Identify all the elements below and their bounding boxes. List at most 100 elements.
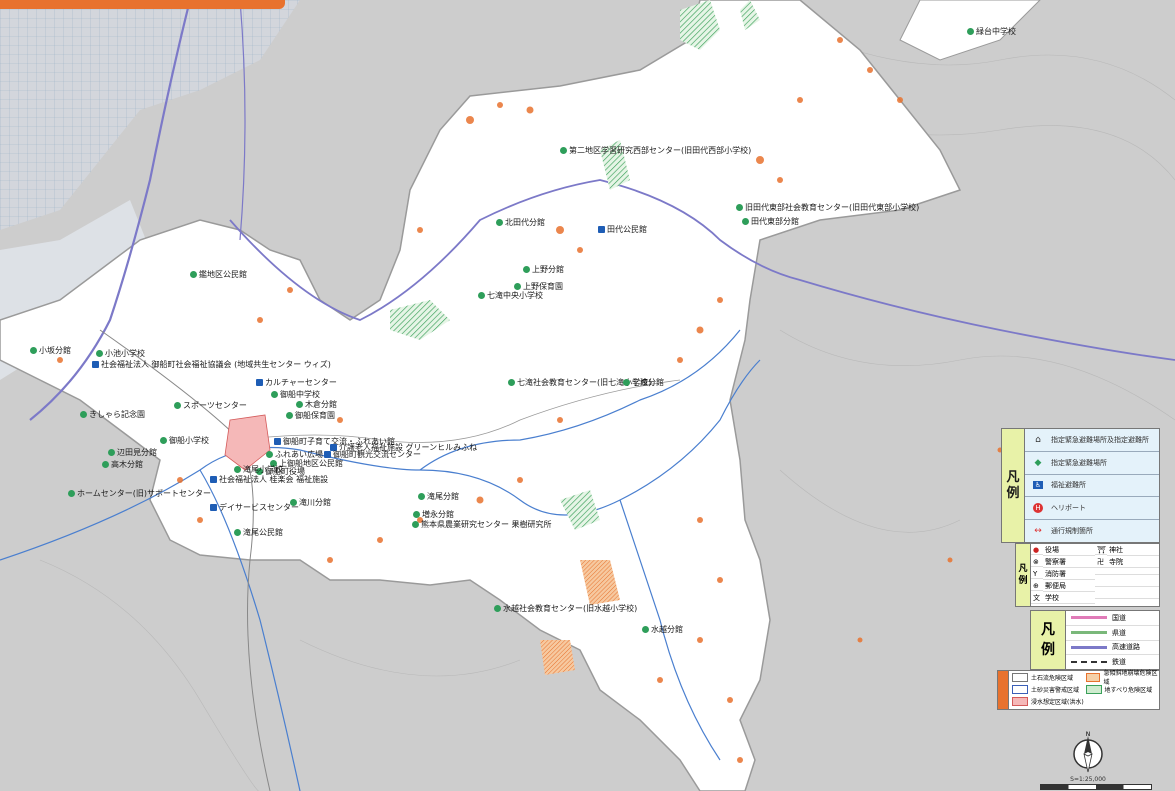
map-label-text: ふれあい広場 bbox=[275, 450, 323, 459]
map-label: 御船町観光交流センター bbox=[324, 450, 421, 459]
map-label: デイサービスセンター bbox=[210, 503, 299, 512]
landmark-label: 消防署 bbox=[1043, 569, 1095, 580]
facility-icon bbox=[514, 283, 521, 290]
legend-hazard-tab bbox=[998, 671, 1009, 709]
legend-hazard: 土石流危険区域急傾斜地崩壊危険区域土砂災害警戒区域地すべり危険区域浸水想定区域(… bbox=[997, 670, 1160, 710]
landmark-label: 郵便局 bbox=[1043, 581, 1095, 592]
map-label-text: 御船町子育て交流・ふれあい館 bbox=[283, 437, 395, 446]
legend-title-char: 例 bbox=[1006, 485, 1020, 501]
landmark-symbol: Y bbox=[1031, 570, 1043, 579]
facility-icon bbox=[412, 521, 419, 528]
map-label-text: 社会福祉法人 桂楽会 福祉施設 bbox=[219, 475, 329, 484]
map-label: 七滝中央小学校 bbox=[478, 291, 543, 300]
map-label: 御船中学校 bbox=[271, 390, 320, 399]
facility-icon bbox=[736, 204, 743, 211]
map-label: 田代東部分館 bbox=[742, 217, 799, 226]
facility-icon bbox=[623, 379, 630, 386]
facility-icon bbox=[174, 402, 181, 409]
map-label-text: 上野保育園 bbox=[523, 282, 563, 291]
map-label-text: 辺田見分館 bbox=[117, 448, 157, 457]
facility-icon bbox=[234, 466, 241, 473]
landmark-label: 神社 bbox=[1107, 545, 1159, 556]
map-label-text: 御船中学校 bbox=[280, 390, 320, 399]
landmark-symbol: ⊗ bbox=[1031, 558, 1043, 567]
map-label: 上野保育園 bbox=[514, 282, 563, 291]
welfare-icon bbox=[330, 444, 337, 451]
map-label: 水越分館 bbox=[642, 625, 683, 634]
facility-icon bbox=[256, 468, 263, 475]
wheelchair-icon: ♿ bbox=[1032, 481, 1044, 490]
map-label: ホームセンター(旧)サポートセンター bbox=[68, 489, 211, 498]
facility-icon bbox=[642, 626, 649, 633]
map-label-text: 木倉分館 bbox=[305, 400, 337, 409]
map-label-text: 熊本県農業研究センター 果樹研究所 bbox=[421, 520, 552, 529]
landmark-symbol: 文 bbox=[1031, 593, 1043, 604]
map-label: 社会福祉法人 桂楽会 福祉施設 bbox=[210, 475, 328, 484]
map-label-text: 北田代分館 bbox=[505, 218, 545, 227]
map-label: 水越社会教育センター(旧水越小学校) bbox=[494, 604, 637, 613]
roads bbox=[29, 0, 1175, 791]
map-label: 御船保育園 bbox=[286, 411, 335, 420]
welfare-icon bbox=[210, 504, 217, 511]
map-label-text: 滝尾小学校 bbox=[243, 465, 283, 474]
bird-icon: ◆ bbox=[1034, 457, 1042, 468]
north-arrow-icon: N bbox=[1073, 731, 1103, 773]
legend-label: 地すべり危険区域 bbox=[1104, 686, 1153, 694]
legend-title-char: 凡 bbox=[1018, 564, 1028, 574]
legend-road-row: 県道 bbox=[1066, 626, 1159, 641]
map-label-text: 七滝分館 bbox=[632, 378, 664, 387]
legend-label: 急傾斜地崩壊危険区域 bbox=[1103, 670, 1158, 686]
map-label-text: 緑台中学校 bbox=[976, 27, 1016, 36]
facility-icon bbox=[560, 147, 567, 154]
hazard-swatch bbox=[1085, 672, 1101, 682]
legend-title: 凡 例 bbox=[1002, 429, 1025, 542]
legend-title-char: 例 bbox=[1018, 576, 1028, 586]
welfare-icon bbox=[324, 451, 331, 458]
scale-caption: S=1:25,000 bbox=[1070, 776, 1106, 783]
facility-icon bbox=[102, 461, 109, 468]
map-label: 御船小学校 bbox=[160, 436, 209, 445]
facility-icon bbox=[967, 28, 974, 35]
road-swatch bbox=[1066, 661, 1112, 664]
hazard-legend-item: 土石流危険区域 bbox=[1012, 672, 1086, 682]
map-label: 高木分館 bbox=[102, 460, 143, 469]
facility-icon bbox=[108, 449, 115, 456]
hazard-legend-item: 浸水想定区域(洪水) bbox=[1012, 696, 1086, 706]
landmark-label: 学校 bbox=[1043, 593, 1095, 604]
facility-icon bbox=[271, 391, 278, 398]
map-label-text: 滝尾分館 bbox=[427, 492, 459, 501]
facility-icon bbox=[296, 401, 303, 408]
facility-icon bbox=[290, 499, 297, 506]
map-label: 田代公民館 bbox=[598, 225, 647, 234]
hazard-legend-item: 急傾斜地崩壊危険区域 bbox=[1085, 668, 1160, 686]
landslide-zones bbox=[390, 0, 760, 530]
facility-icon bbox=[270, 460, 277, 467]
landmark-symbol: ● bbox=[1031, 546, 1043, 555]
legend-title-char: 凡 bbox=[1006, 469, 1020, 485]
map-label-text: 社会福祉法人 御船町社会福祉協議会 (地域共生センター ウィズ) bbox=[101, 360, 331, 369]
facility-icon bbox=[80, 411, 87, 418]
facility-icon bbox=[160, 437, 167, 444]
expressway bbox=[29, 0, 192, 421]
map-label: 滝尾分館 bbox=[418, 492, 459, 501]
facility-icon bbox=[190, 271, 197, 278]
map-label-text: ホームセンター(旧)サポートセンター bbox=[77, 489, 212, 498]
map-label: 滝尾小学校 bbox=[234, 465, 283, 474]
facility-icon bbox=[286, 412, 293, 419]
facility-icon bbox=[478, 292, 485, 299]
landmark-label: 警察署 bbox=[1043, 557, 1095, 568]
legend-roads: 凡 例 国道県道高速道路鉄道 bbox=[1030, 610, 1160, 670]
landmark-label: 役場 bbox=[1043, 545, 1095, 556]
map-label-text: 七滝社会教育センター(旧七滝小学校) bbox=[517, 378, 652, 387]
map-label: 滝川分館 bbox=[290, 498, 331, 507]
hazard-legend-item: 地すべり危険区域 bbox=[1085, 684, 1160, 694]
hazard-swatch bbox=[1012, 684, 1028, 694]
map-label: 滝尾公民館 bbox=[234, 528, 283, 537]
legend-label: ヘリポート bbox=[1051, 504, 1086, 513]
legend-row-road-closure: ↔通行規制箇所 bbox=[1025, 520, 1159, 542]
map-label: ふれあい広場 bbox=[266, 450, 323, 459]
hazard-swatch bbox=[1012, 696, 1028, 706]
legend-row-evac-site: ◆指定緊急避難場所 bbox=[1025, 452, 1159, 475]
